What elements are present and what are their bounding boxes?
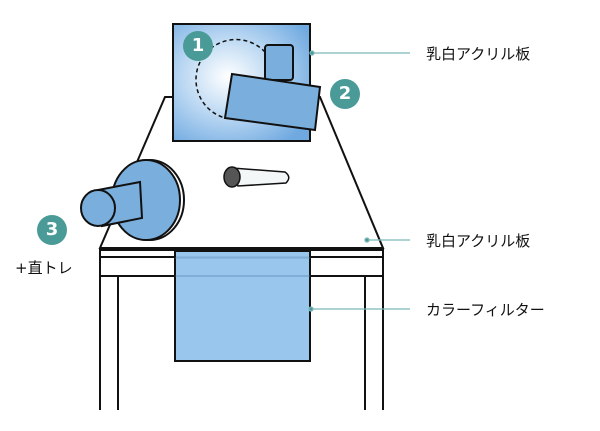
label-color-filter: カラーフィルター: [426, 301, 545, 319]
color-filter: [174, 250, 311, 362]
label-acrylic-table: 乳白アクリル板: [426, 232, 531, 250]
leader-lines: [308, 50, 410, 312]
marker-1: 1: [183, 31, 213, 61]
marker-2: 2: [330, 79, 360, 109]
label-extra: +直トレ: [15, 259, 73, 277]
light-source-3: [80, 159, 185, 241]
shaver-object: [223, 166, 290, 188]
light-source-2: [223, 44, 322, 132]
label-acrylic-top: 乳白アクリル板: [426, 45, 531, 63]
marker-3: 3: [37, 215, 67, 245]
